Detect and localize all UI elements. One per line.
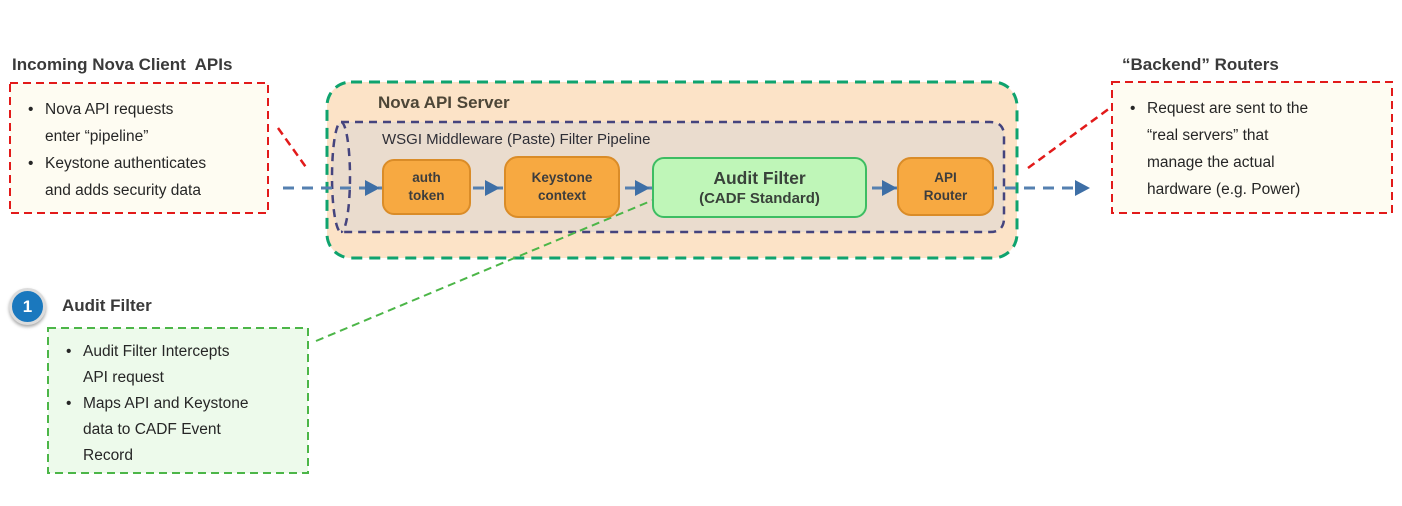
leader-line-green [315,197,659,342]
leader-line-right-red [1027,106,1111,170]
list-item: Maps API and Keystone data to CADF Event… [66,391,298,469]
stage-audit-filter-box [652,157,867,218]
incoming-callout-bullets: Nova API requests enter “pipeline” Keyst… [28,96,260,204]
bullet-text: Keystone authenticates and adds security… [45,155,207,199]
list-item: Audit Filter Intercepts API request [66,339,298,391]
backend-callout-bullets: Request are sent to the “real servers” t… [1130,95,1386,203]
list-item: Nova API requests enter “pipeline” [28,96,260,150]
bullet-icon [66,339,83,365]
list-item: Request are sent to the “real servers” t… [1130,95,1386,203]
flow-arrowhead-icon [882,180,897,196]
audit-note-box [47,327,309,474]
bullet-icon [28,150,45,177]
backend-callout-box [1111,81,1393,214]
bullet-text: Maps API and Keystone data to CADF Event… [83,395,249,464]
step-number-badge: 1 [9,288,46,325]
bullet-icon [1130,95,1147,122]
flow-arrowhead-icon [485,180,500,196]
incoming-callout-box [9,82,269,214]
stage-api-router-box [897,157,994,216]
bullet-icon [66,391,83,417]
flow-arrowhead-icon [365,180,380,196]
leader-line-left-red [276,127,310,171]
flow-arrowhead-icon [1075,180,1090,196]
pipeline-inlet-ellipse [340,120,352,234]
stage-keystone-context-box [504,156,620,218]
bullet-icon [28,96,45,123]
flow-arrowhead-icon [635,180,650,196]
list-item: Keystone authenticates and adds security… [28,150,260,204]
audit-note-bullets: Audit Filter Intercepts API request Maps… [66,339,298,469]
bullet-text: Audit Filter Intercepts API request [83,343,230,386]
bullet-text: Nova API requests enter “pipeline” [45,101,174,145]
bullet-text: Request are sent to the “real servers” t… [1147,100,1309,198]
stage-auth-token-box [382,159,471,215]
